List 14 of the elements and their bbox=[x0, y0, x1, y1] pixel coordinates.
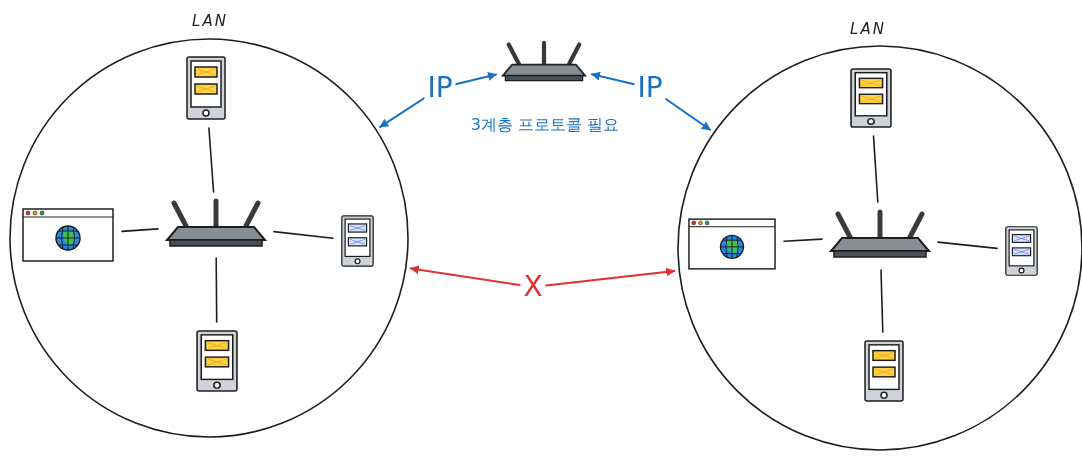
lan-label: LAN bbox=[850, 20, 886, 38]
edge-label: IP bbox=[634, 74, 666, 102]
connector-line bbox=[208, 127, 215, 193]
edge-label: IP bbox=[424, 74, 456, 102]
connector-line bbox=[121, 228, 159, 233]
connector-line bbox=[880, 269, 884, 333]
connector-line bbox=[273, 230, 334, 239]
lan-label: LAN bbox=[192, 12, 228, 30]
connector-line bbox=[937, 241, 998, 250]
connector-line bbox=[215, 257, 218, 323]
caption-text: 3계층 프로토콜 필요 bbox=[470, 115, 620, 136]
connector-line bbox=[872, 135, 879, 203]
connector-line bbox=[783, 238, 823, 242]
arrow bbox=[409, 265, 676, 288]
